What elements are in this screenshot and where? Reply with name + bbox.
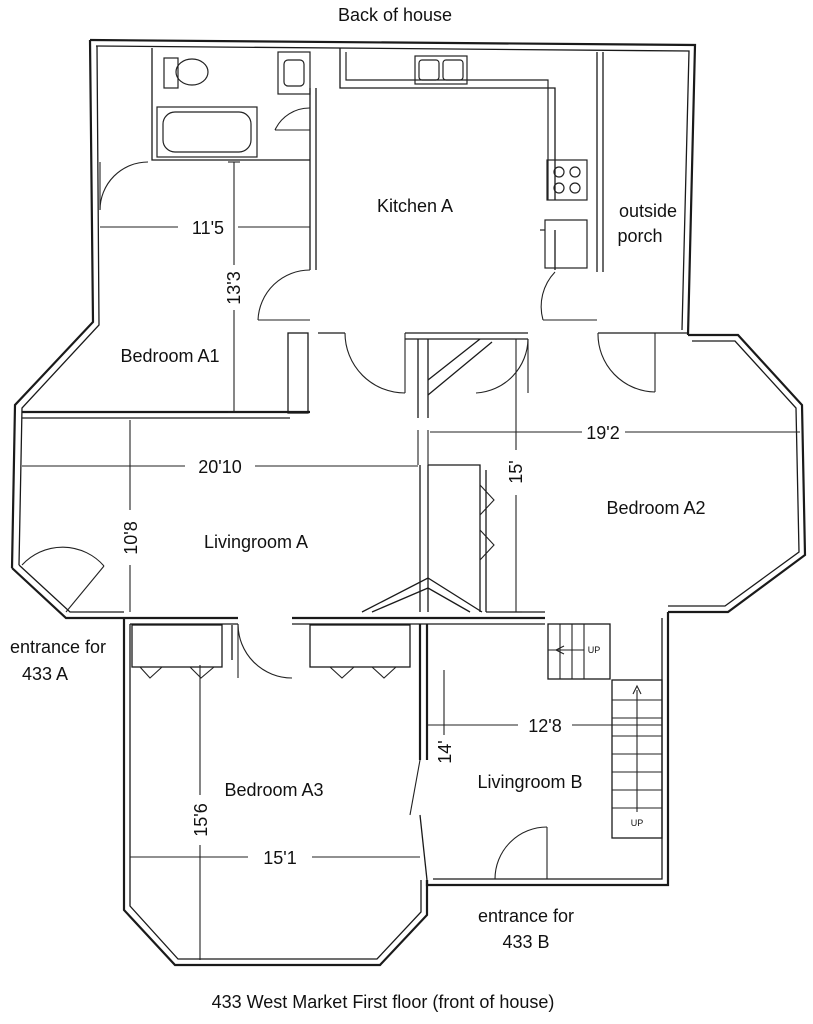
room-label-bedroom-a3: Bedroom A3 <box>224 780 323 800</box>
stairs-lower-icon <box>612 684 662 812</box>
dim-bedroom-a3-width: 15'1 <box>263 848 296 868</box>
page-title: Back of house <box>338 5 452 25</box>
entrance-a-label-line2: 433 A <box>22 664 68 684</box>
stairs-upper-icon <box>548 624 585 679</box>
refrigerator-icon <box>540 219 588 269</box>
exterior-walls <box>10 38 807 967</box>
room-label-livingroom-b: Livingroom B <box>477 772 582 792</box>
stove-icon <box>546 159 588 201</box>
footer-caption: 433 West Market First floor (front of ho… <box>212 992 555 1012</box>
entrance-b-label-line2: 433 B <box>502 932 549 952</box>
dimension-lines <box>22 161 800 960</box>
fixtures <box>156 51 662 812</box>
room-label-kitchen-a: Kitchen A <box>377 196 453 216</box>
dim-livingroom-b-width: 12'8 <box>528 716 561 736</box>
toilet-icon <box>163 57 209 89</box>
labels: Back of house Kitchen A outside porch Be… <box>10 5 706 1012</box>
dim-bedroom-a1-depth: 13'3 <box>224 271 244 304</box>
entrance-a-label-line1: entrance for <box>10 637 106 657</box>
room-label-bedroom-a1: Bedroom A1 <box>120 346 219 366</box>
doors <box>21 107 656 880</box>
dim-livingroom-b-depth: 14' <box>435 740 455 763</box>
dim-bedroom-a1-width: 11'5 <box>192 218 224 238</box>
interior-walls <box>22 48 688 881</box>
room-label-bedroom-a2: Bedroom A2 <box>606 498 705 518</box>
kitchen-sink-icon <box>345 52 549 200</box>
dim-livingroom-a-depth: 10'8 <box>121 521 141 554</box>
room-label-outside-porch-line2: porch <box>617 226 662 246</box>
entrance-b-label-line1: entrance for <box>478 906 574 926</box>
bathroom-sink-icon <box>277 51 311 95</box>
room-label-outside-porch-line1: outside <box>619 201 677 221</box>
dim-bedroom-a3-depth: 15'6 <box>191 803 211 836</box>
dim-livingroom-a-width: 20'10 <box>198 457 241 477</box>
stairs-up-label-upper: UP <box>588 645 601 655</box>
dim-bedroom-a2-width: 19'2 <box>586 423 619 443</box>
dim-bedroom-a2-depth: 15' <box>506 460 526 483</box>
stairs-up-label-lower: UP <box>631 818 644 828</box>
bathtub-icon <box>156 106 258 158</box>
room-label-livingroom-a: Livingroom A <box>204 532 308 552</box>
